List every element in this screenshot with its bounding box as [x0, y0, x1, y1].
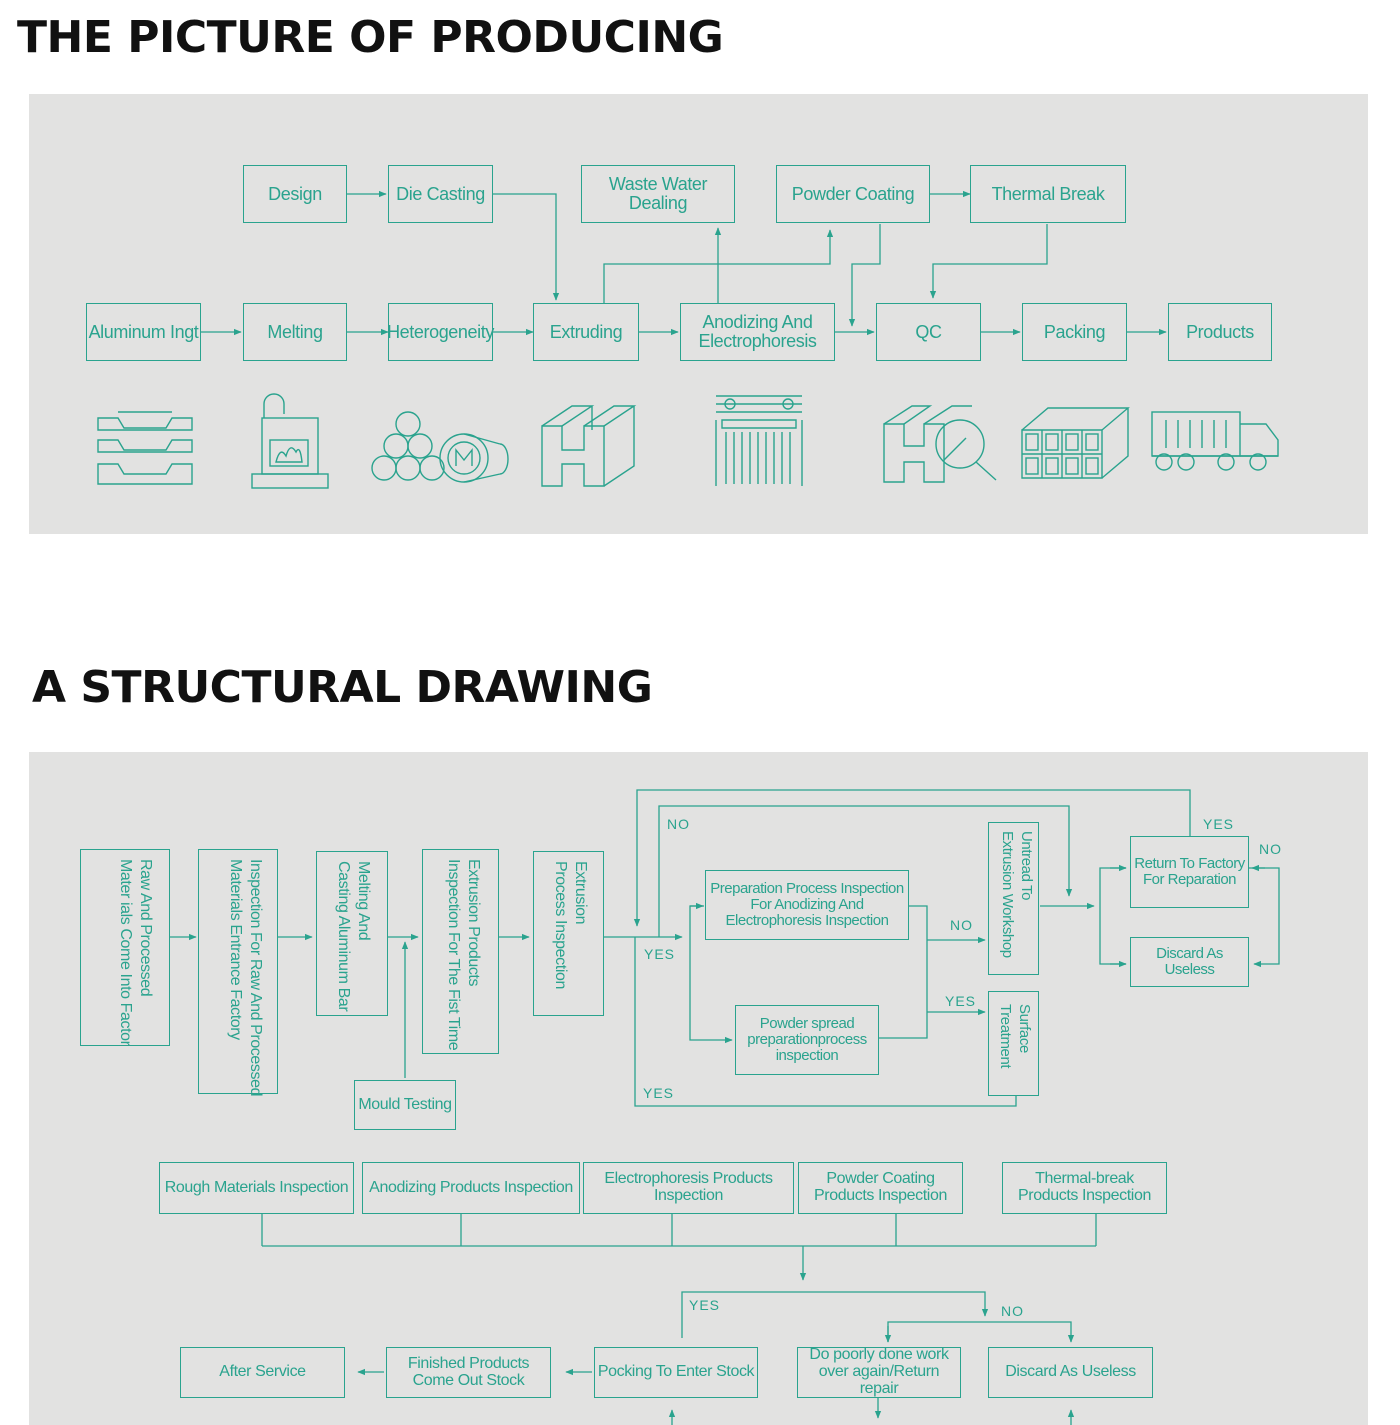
yes-label-top-right: YES [1203, 816, 1235, 832]
melting-casting-label: Melting And Casting Aluminum Bar [335, 861, 372, 1012]
no-label-mid: NO [950, 917, 973, 933]
anodizing-box: Anodizing And Electrophoresis [680, 303, 835, 361]
extrusion-process-label: Extrusion Process Inspection [552, 861, 589, 989]
anodizing-inspection-box: Anodizing Products Inspection [362, 1162, 580, 1214]
mould-testing-box: Mould Testing [354, 1080, 456, 1130]
inspection-raw-label: Inspection For Raw And Processed Materia… [227, 859, 264, 1097]
melting-casting-box: Melting And Casting Aluminum Bar [316, 851, 388, 1016]
yes-label-lower: YES [689, 1297, 721, 1313]
melting-box: Melting [243, 303, 347, 361]
raw-materials-box: Raw And Processed Mater ials Come Into F… [80, 849, 170, 1046]
heterogeneity-box: Heterogeneity [387, 303, 494, 361]
qc-box: QC [876, 303, 981, 361]
design-box: Design [243, 165, 347, 223]
discard-bottom-box: Discard As Useless [988, 1347, 1153, 1398]
discard-top-box: Discard As Useless [1130, 937, 1249, 987]
yes-label-mid: YES [644, 946, 676, 962]
section-title-producing: THE PICTURE OF PRODUCING [17, 12, 724, 63]
powder-coating-inspection-box: Powder Coating Products Inspection [798, 1162, 963, 1214]
electrophoresis-inspection-box: Electrophoresis Products Inspection [583, 1162, 794, 1214]
surface-treatment-box: Surface Treatment [988, 991, 1039, 1096]
extrusion-process-box: Extrusion Process Inspection [533, 851, 604, 1016]
raw-materials-label: Raw And Processed Mater ials Come Into F… [117, 859, 154, 1046]
no-label-top: NO [667, 816, 690, 832]
pocking-stock-box: Pocking To Enter Stock [594, 1347, 758, 1398]
return-factory-box: Return To Factory For Reparation [1130, 836, 1249, 908]
surface-treatment-label: Surface Treatment [997, 1004, 1033, 1069]
finished-products-box: Finished Products Come Out Stock [386, 1347, 551, 1398]
thermal-break-inspection-box: Thermal-break Products Inspection [1002, 1162, 1167, 1214]
packing-box: Packing [1022, 303, 1127, 361]
after-service-box: After Service [180, 1347, 345, 1398]
extrusion-first-box: Extrusion Products Inspection For The Fi… [422, 849, 499, 1054]
die-casting-box: Die Casting [388, 165, 493, 223]
extruding-box: Extruding [533, 303, 639, 361]
thermal-break-box: Thermal Break [970, 165, 1126, 223]
products-box: Products [1168, 303, 1272, 361]
section-title-structural: A STRUCTURAL DRAWING [32, 662, 653, 713]
no-label-right: NO [1259, 841, 1282, 857]
yes-label-surface: YES [945, 993, 977, 1009]
yes-label-bottom-loop: YES [643, 1085, 675, 1101]
do-poorly-box: Do poorly done work over again/Return re… [797, 1346, 961, 1398]
untread-label: Untread To Extrusion Workshop [999, 831, 1035, 958]
no-label-lower: NO [1001, 1303, 1024, 1319]
producing-panel [29, 94, 1368, 534]
rough-inspection-box: Rough Materials Inspection [159, 1162, 354, 1214]
inspection-raw-box: Inspection For Raw And Processed Materia… [198, 849, 278, 1097]
aluminum-ingot-box: Aluminum Ingt [86, 303, 201, 361]
waste-water-box: Waste Water Dealing [581, 165, 735, 223]
prep-process-box: Preparation Process Inspection For Anodi… [705, 870, 909, 940]
untread-box: Untread To Extrusion Workshop [988, 822, 1039, 975]
extrusion-first-label: Extrusion Products Inspection For The Fi… [445, 859, 482, 1051]
powder-coating-box: Powder Coating [776, 165, 930, 223]
powder-spread-box: Powder spread preparationprocess inspect… [735, 1005, 879, 1075]
